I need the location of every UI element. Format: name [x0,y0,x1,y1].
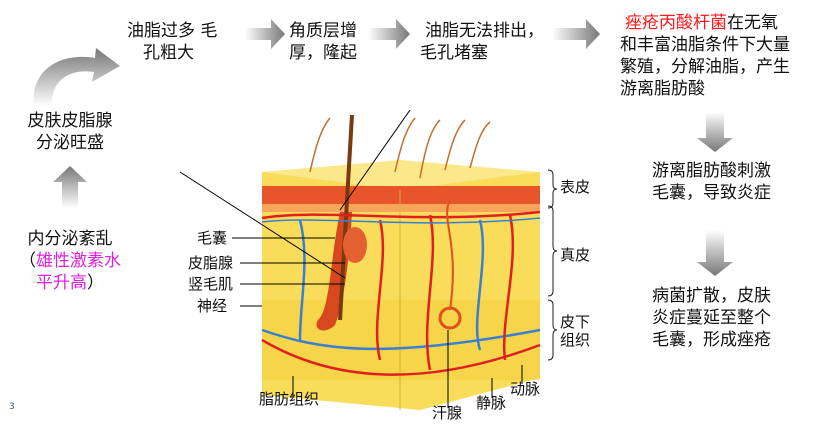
step-inflammation: 游离脂肪酸刺激 毛囊，导致炎症 [652,161,771,203]
step-keratin-thickening: 角质层增 厚，隆起 [289,21,357,63]
arrow-right-icon [552,19,600,49]
step-endocrine-disorder: 内分泌紊乱 （雄性激素水 平升高） [19,229,121,293]
arrow-down-icon [697,112,733,152]
label-sebaceous-gland: 皮脂腺 [188,254,234,272]
step-pore-blocked: 油脂无法排出， 毛孔堵塞 [420,21,544,63]
label-subcutis: 皮下 组织 [560,313,591,349]
arrow-right-icon [368,19,410,49]
layer-braces [547,169,558,361]
label-adipose-tissue: 脂肪组织 [259,390,320,408]
step-sebum-secretion: 皮肤皮脂腺 分泌旺盛 [27,111,113,153]
page-number: 3 [9,402,15,412]
step-bacteria-proliferation: 痤疮丙酸杆菌在无氧 和丰富油脂条件下大量 繁殖，分解油脂，产生 游离脂肪酸 [620,13,790,99]
label-epidermis: 表皮 [560,178,591,196]
step-excess-oil: 油脂过多 毛 孔粗大 [127,21,218,63]
label-hair-follicle: 毛囊 [197,229,228,247]
label-vein: 静脉 [476,394,507,412]
label-arrector-pili: 竖毛肌 [188,275,234,293]
curved-arrow-icon [33,48,120,106]
label-nerve: 神经 [197,297,228,315]
label-sweat-gland: 汗腺 [432,404,463,422]
arrow-up-icon [53,166,87,208]
label-artery: 动脉 [510,380,541,398]
step-acne-formation: 病菌扩散，皮肤 炎症蔓延至整个 毛囊，形成痤疮 [652,286,771,350]
arrow-down-icon [697,230,733,276]
skin-cross-section-illustration [261,114,541,410]
arrow-right-icon [245,19,285,49]
label-dermis: 真皮 [560,246,591,264]
